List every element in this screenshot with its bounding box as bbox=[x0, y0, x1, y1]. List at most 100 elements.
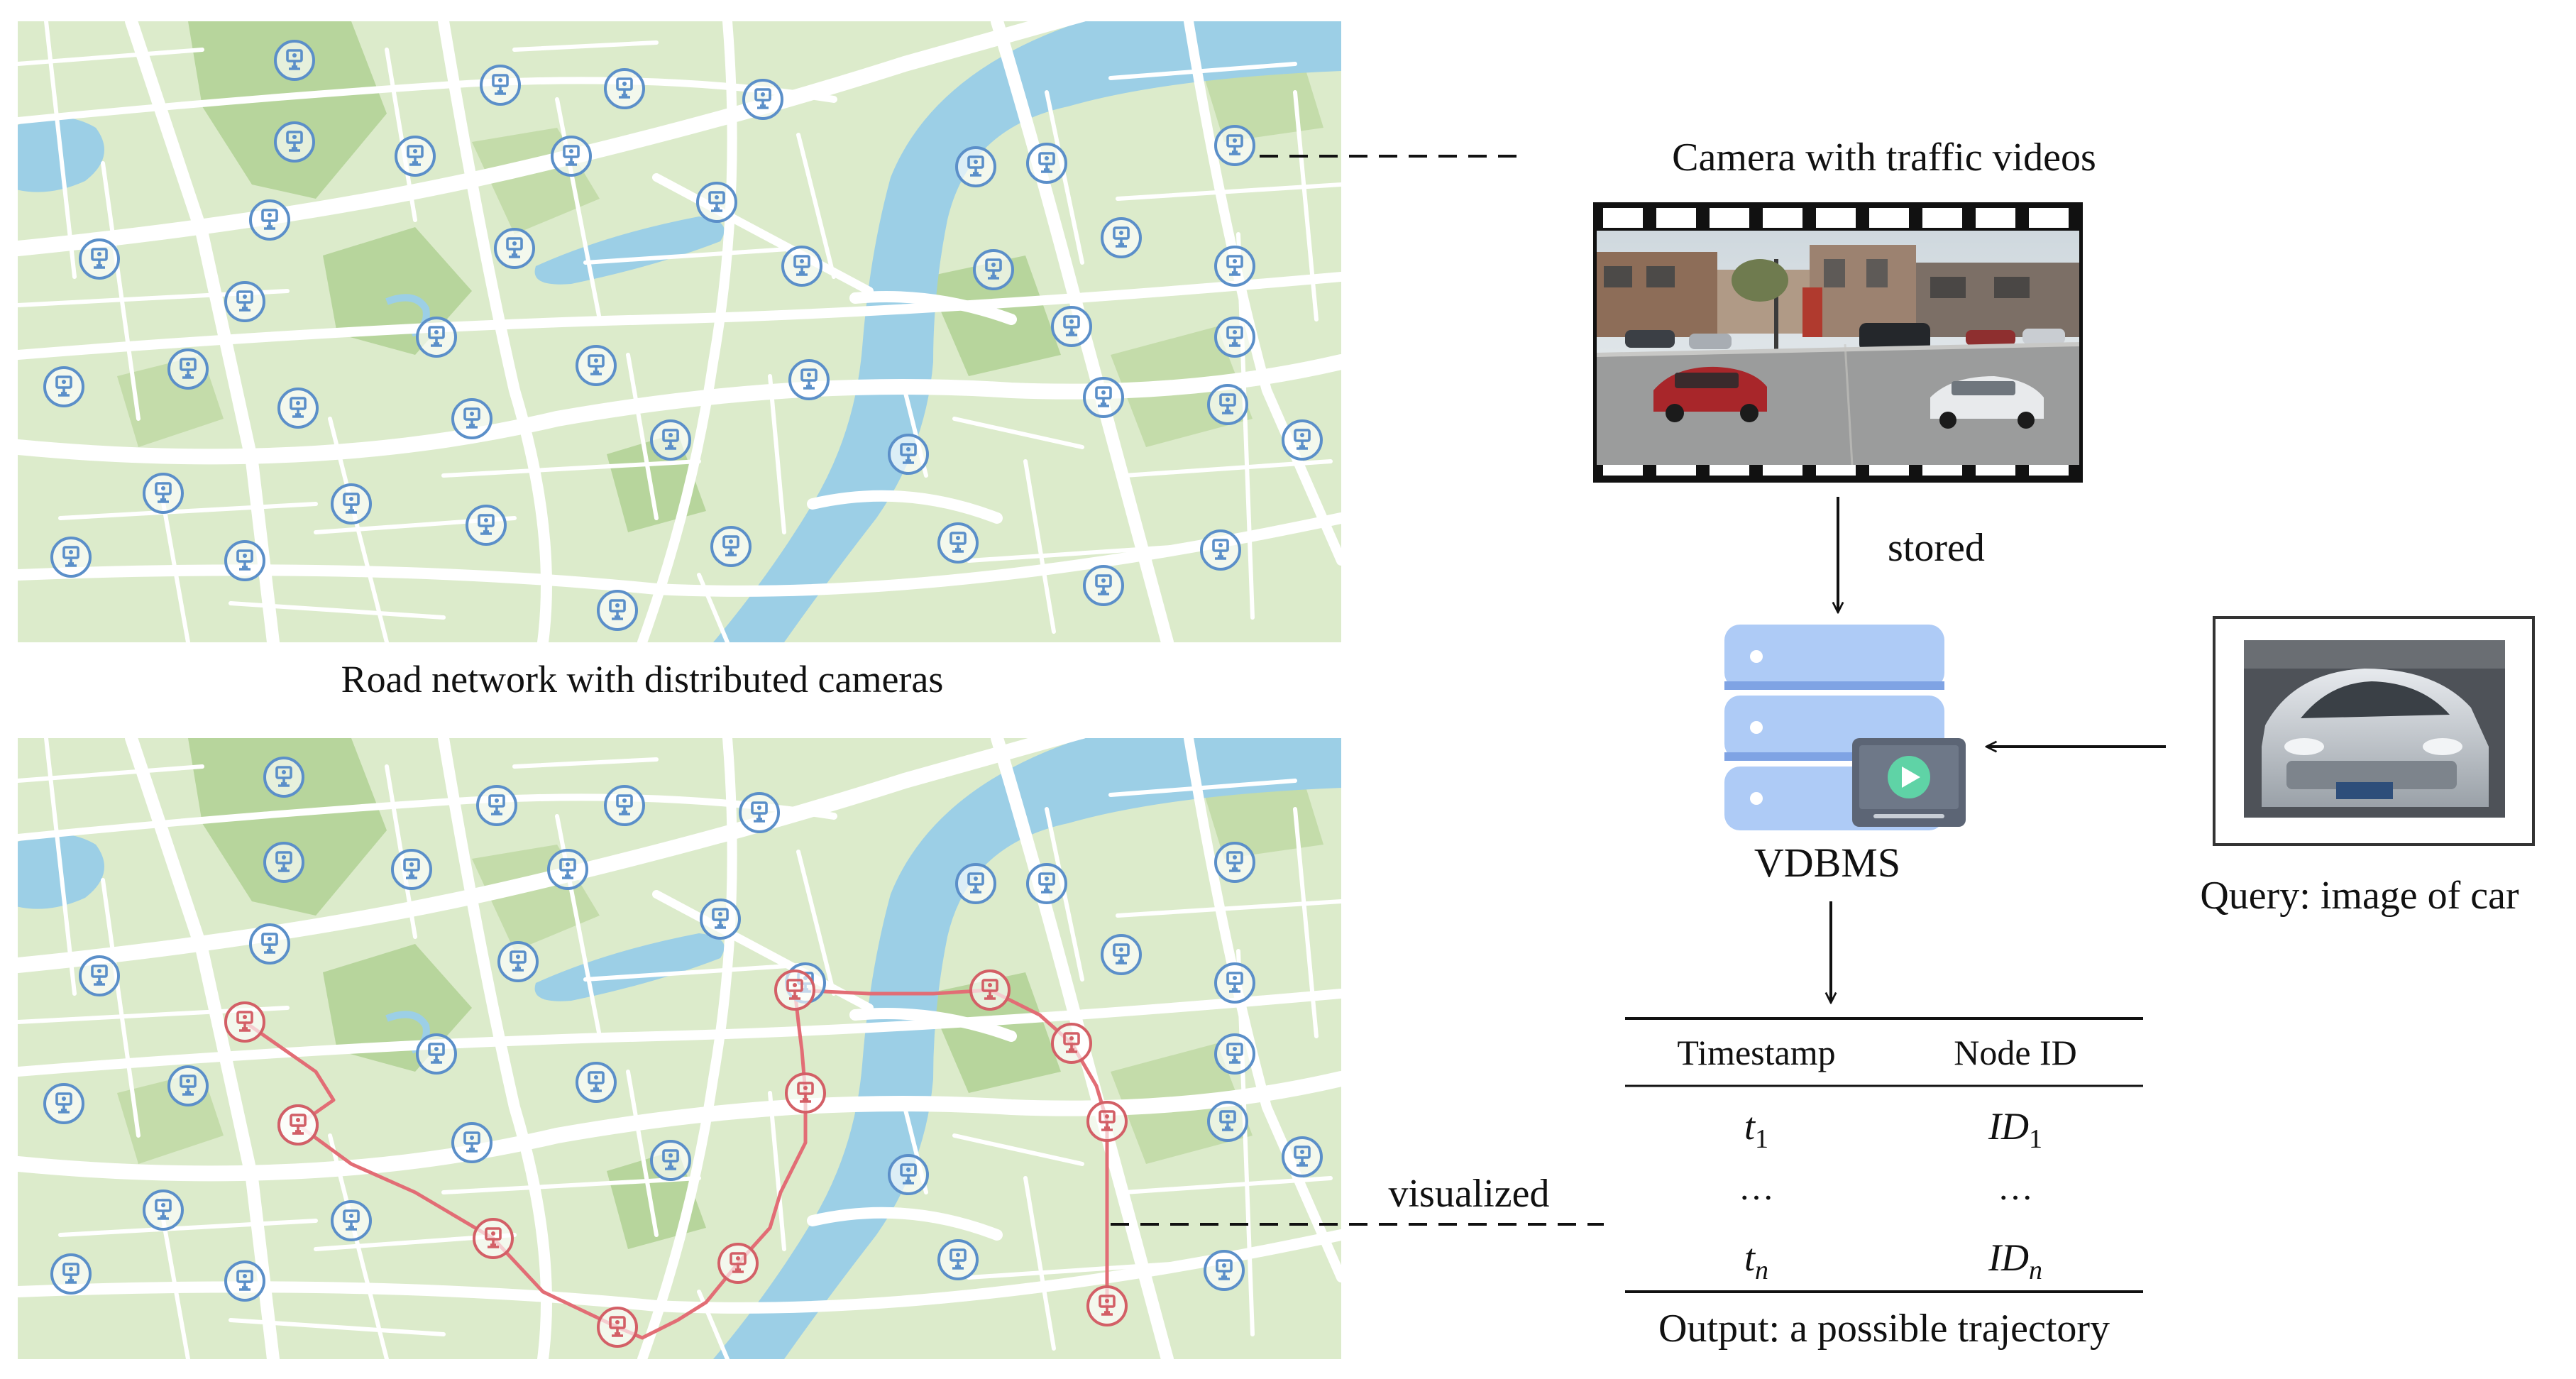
camera-node-icon bbox=[167, 348, 209, 390]
camera-node-icon bbox=[50, 1253, 92, 1295]
camera-node-icon bbox=[547, 849, 588, 890]
camera-node-icon bbox=[1214, 125, 1255, 166]
camera-node-icon bbox=[650, 1140, 691, 1181]
camera-node-icon bbox=[888, 434, 929, 475]
table-row: IDn bbox=[1988, 1236, 2042, 1285]
camera-node-icon bbox=[1282, 1136, 1323, 1177]
camera-node-icon bbox=[785, 1072, 826, 1114]
camera-node-icon bbox=[937, 1239, 979, 1280]
camera-node-icon bbox=[331, 483, 372, 524]
camera-node-icon bbox=[604, 785, 645, 826]
camera-node-icon bbox=[473, 1218, 514, 1259]
camera-node-icon bbox=[955, 863, 996, 904]
camera-node-icon bbox=[710, 526, 752, 567]
camera-node-icon bbox=[494, 228, 535, 269]
camera-node-icon bbox=[696, 182, 737, 223]
film-perforation bbox=[1869, 208, 1909, 228]
camera-node-icon bbox=[650, 419, 691, 461]
camera-node-icon bbox=[576, 1062, 617, 1103]
camera-node-icon bbox=[1101, 217, 1142, 258]
film-perforation bbox=[1816, 208, 1856, 228]
camera-node-icon bbox=[742, 79, 783, 120]
camera-node-icon bbox=[781, 246, 822, 287]
camera-node-icon bbox=[43, 1083, 84, 1124]
camera-node-icon bbox=[1207, 1101, 1248, 1142]
road-network-caption: Road network with distributed cameras bbox=[341, 658, 944, 701]
film-strip-icon bbox=[1593, 202, 2083, 483]
camera-node-icon bbox=[416, 317, 457, 358]
query-label: Query: image of car bbox=[2200, 874, 2519, 918]
camera-node-icon bbox=[480, 65, 521, 106]
camera-node-icon bbox=[277, 388, 319, 429]
camera-node-icon bbox=[466, 505, 507, 546]
camera-node-icon bbox=[224, 281, 265, 322]
camera-node-icon bbox=[597, 590, 638, 631]
camera-node-icon bbox=[1083, 377, 1124, 418]
camera-node-icon bbox=[143, 473, 184, 514]
camera-node-icon bbox=[395, 136, 436, 177]
camera-node-icon bbox=[167, 1065, 209, 1106]
camera-node-icon bbox=[331, 1200, 372, 1241]
camera-node-icon bbox=[476, 785, 517, 826]
camera-node-icon bbox=[263, 757, 304, 798]
camera-node-icon bbox=[604, 68, 645, 109]
play-icon bbox=[1852, 738, 1966, 827]
camera-node-icon bbox=[79, 955, 120, 996]
camera-node-icon bbox=[700, 899, 741, 940]
film-perforation bbox=[1763, 208, 1802, 228]
camera-node-icon bbox=[1051, 1023, 1092, 1064]
table-header-timestamp: Timestamp bbox=[1677, 1033, 1835, 1072]
film-perforation bbox=[1710, 208, 1749, 228]
camera-node-icon bbox=[1086, 1285, 1128, 1326]
film-perforation bbox=[1656, 208, 1696, 228]
camera-node-icon bbox=[1086, 1101, 1128, 1142]
camera-node-icon bbox=[1026, 143, 1067, 184]
camera-node-icon bbox=[597, 1307, 638, 1348]
camera-node-icon bbox=[955, 146, 996, 187]
camera-node-icon bbox=[739, 792, 780, 833]
camera-node-icon bbox=[224, 1260, 265, 1302]
vdbms-label: VDBMS bbox=[1754, 840, 1900, 886]
camera-node-icon bbox=[451, 398, 492, 439]
table-row: … bbox=[1739, 1168, 1774, 1207]
top-road-network-map bbox=[11, 14, 1341, 642]
camera-node-icon bbox=[249, 199, 290, 241]
camera-node-icon bbox=[263, 842, 304, 883]
camera-node-icon bbox=[774, 969, 815, 1011]
camera-node-icon bbox=[576, 345, 617, 386]
table-header-node-id: Node ID bbox=[1954, 1033, 2077, 1072]
table-row: ID1 bbox=[1988, 1105, 2042, 1154]
trajectory-table: Timestamp Node ID t1 ID1 … … tn IDn bbox=[1625, 1017, 2143, 1293]
film-perforation bbox=[1922, 208, 1962, 228]
camera-node-icon bbox=[551, 136, 592, 177]
film-perforation bbox=[1976, 208, 2015, 228]
camera-node-icon bbox=[1026, 863, 1067, 904]
camera-node-icon bbox=[788, 359, 830, 400]
camera-node-icon bbox=[1214, 317, 1255, 358]
camera-node-icon bbox=[717, 1243, 759, 1284]
camera-node-icon bbox=[973, 249, 1014, 290]
camera-node-icon bbox=[43, 366, 84, 407]
camera-node-icon bbox=[391, 849, 432, 890]
camera-node-icon bbox=[274, 40, 315, 81]
camera-node-icon bbox=[1214, 842, 1255, 883]
camera-node-icon bbox=[224, 540, 265, 581]
camera-node-icon bbox=[79, 238, 120, 280]
bottom-trajectory-map bbox=[11, 731, 1341, 1359]
camera-node-icon bbox=[1101, 934, 1142, 975]
visualized-label: visualized bbox=[1388, 1172, 1549, 1216]
camera-node-icon bbox=[937, 522, 979, 564]
camera-node-icon bbox=[1204, 1250, 1245, 1291]
stored-label: stored bbox=[1888, 526, 1985, 570]
camera-node-icon bbox=[143, 1190, 184, 1231]
camera-node-icon bbox=[1282, 419, 1323, 461]
camera-node-icon bbox=[451, 1122, 492, 1163]
camera-node-icon bbox=[1214, 246, 1255, 287]
camera-node-icon bbox=[1083, 565, 1124, 606]
camera-node-icon bbox=[274, 121, 315, 163]
film-perforation bbox=[1603, 208, 1643, 228]
camera-node-icon bbox=[888, 1154, 929, 1195]
table-row: t1 bbox=[1744, 1105, 1768, 1154]
camera-node-icon bbox=[1214, 962, 1255, 1004]
